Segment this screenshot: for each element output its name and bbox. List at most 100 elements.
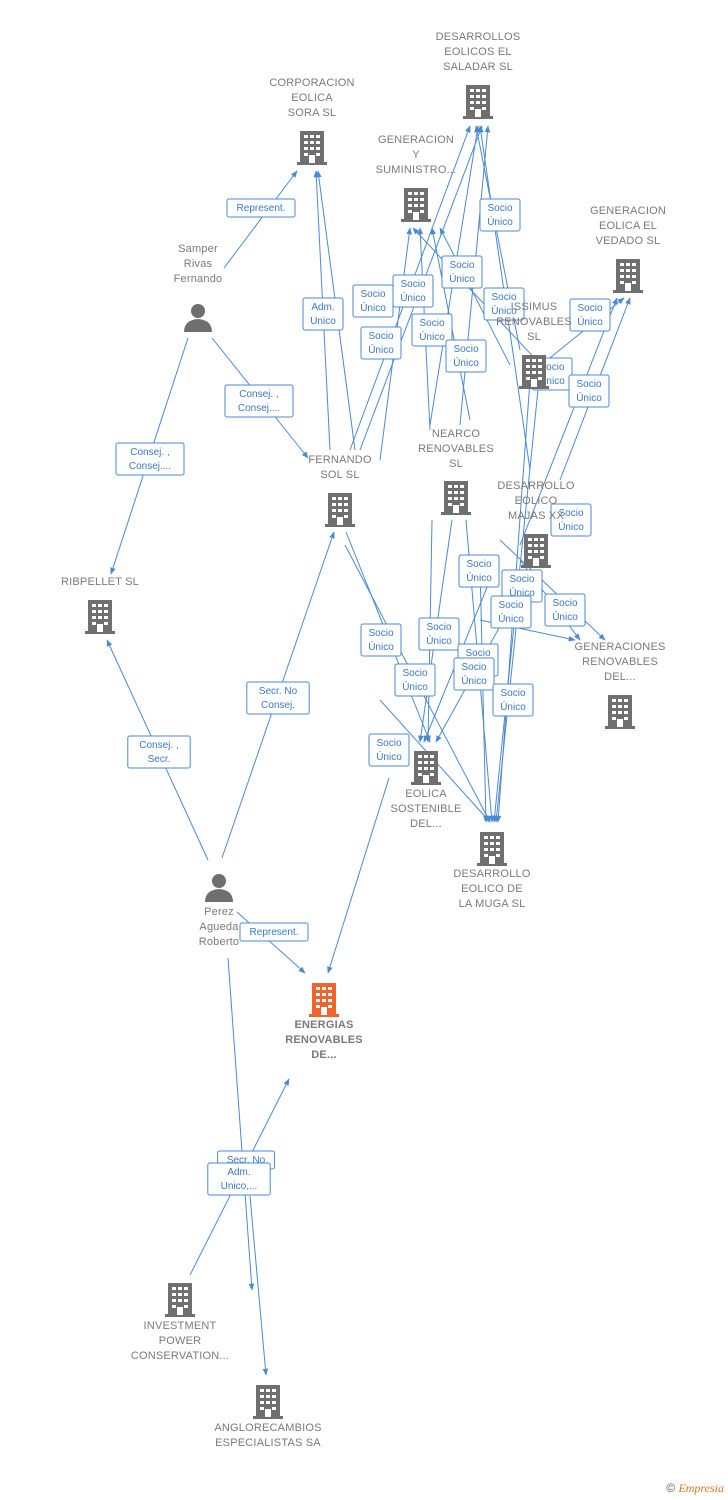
building-icon[interactable] xyxy=(165,1283,195,1317)
edge-label-text: Socio xyxy=(577,303,602,314)
empresia-logo[interactable]: Empresia xyxy=(678,1481,724,1495)
node-label: DE... xyxy=(311,1049,336,1061)
building-icon[interactable] xyxy=(401,188,431,222)
edge-label-text: Único xyxy=(376,750,402,763)
edge-label-el2[interactable]: Adm.Unico xyxy=(302,297,344,331)
edge-label-text: Único xyxy=(453,356,479,369)
node-label: Fernando xyxy=(174,273,223,285)
edge-label-el3[interactable]: Consej. ,Consej.... xyxy=(224,384,294,418)
edge-label-box xyxy=(479,198,521,232)
edge-label-box xyxy=(569,298,611,332)
edge-label-text: Socio xyxy=(419,318,444,329)
building-icon[interactable] xyxy=(613,259,643,293)
node-label: Agueda xyxy=(199,921,239,933)
edge-label-el7[interactable]: Represent. xyxy=(239,922,309,942)
node-ribpellet[interactable]: RIBPELLET SL xyxy=(61,576,139,634)
node-eolsost[interactable]: EOLICASOSTENIBLEDEL... xyxy=(390,751,461,830)
edge-label-text: Consej.... xyxy=(129,461,171,472)
edge-label-text: Secr. xyxy=(148,754,171,765)
edge-label-box xyxy=(445,339,487,373)
edge-label-text: Único xyxy=(419,330,445,343)
building-icon[interactable] xyxy=(605,695,635,729)
edge-label-el1[interactable]: Represent. xyxy=(226,198,296,218)
node-label: EOLICA EL xyxy=(599,220,657,232)
edge-label-text: Consej. , xyxy=(239,389,278,400)
node-label: SL xyxy=(527,331,541,343)
node-gensum[interactable]: GENERACIONYSUMINISTRO... xyxy=(376,134,457,222)
edge-label-text: Único xyxy=(402,680,428,693)
node-genren[interactable]: GENERACIONESRENOVABLESDEL... xyxy=(574,641,665,729)
building-icon[interactable] xyxy=(85,600,115,634)
building-icon[interactable] xyxy=(253,1385,283,1419)
node-energias[interactable]: ENERGIASRENOVABLESDE... xyxy=(285,983,363,1061)
edge-label-text: Socio xyxy=(368,331,393,342)
edge-label-box xyxy=(568,374,610,408)
building-icon[interactable] xyxy=(309,983,339,1017)
edge-25 xyxy=(519,297,618,546)
node-label: MAJAS XX xyxy=(508,510,564,522)
node-label: RENOVABLES xyxy=(418,443,494,455)
edge-label-box xyxy=(394,663,436,697)
building-icon[interactable] xyxy=(441,481,471,515)
edge-label-box xyxy=(246,681,310,715)
building-icon[interactable] xyxy=(477,832,507,866)
building-icon[interactable] xyxy=(325,493,355,527)
edge-label-text: Socio xyxy=(453,344,478,355)
building-icon[interactable] xyxy=(297,131,327,165)
building-icon[interactable] xyxy=(521,534,551,568)
person-icon[interactable] xyxy=(184,304,212,332)
node-label: DEL... xyxy=(604,671,636,683)
edge-label-text: Socio xyxy=(376,738,401,749)
edge-label-el4[interactable]: Consej. ,Consej.... xyxy=(115,442,185,476)
edge-label-el5[interactable]: Consej. ,Secr. xyxy=(127,735,191,769)
person-icon[interactable] xyxy=(205,874,233,902)
building-icon[interactable] xyxy=(463,85,493,119)
building-icon[interactable] xyxy=(411,751,441,785)
edge-8 xyxy=(236,911,306,974)
node-label: SALADAR SL xyxy=(443,61,513,73)
building-icon[interactable] xyxy=(519,355,549,389)
node-label: SOSTENIBLE xyxy=(390,803,461,815)
node-label: INVESTMENT xyxy=(144,1320,217,1332)
edge-label-text: Único xyxy=(368,343,394,356)
edge-label-text: Socio xyxy=(368,628,393,639)
edge-label-el9[interactable]: Adm.Unico,... xyxy=(207,1162,271,1196)
node-investment[interactable]: INVESTMENTPOWERCONSERVATION... xyxy=(131,1283,229,1362)
node-label: DESARROLLO xyxy=(453,868,530,880)
node-label: Perez xyxy=(204,906,234,918)
edge-label-text: Único xyxy=(576,391,602,404)
edge-label-text: Socio xyxy=(500,688,525,699)
